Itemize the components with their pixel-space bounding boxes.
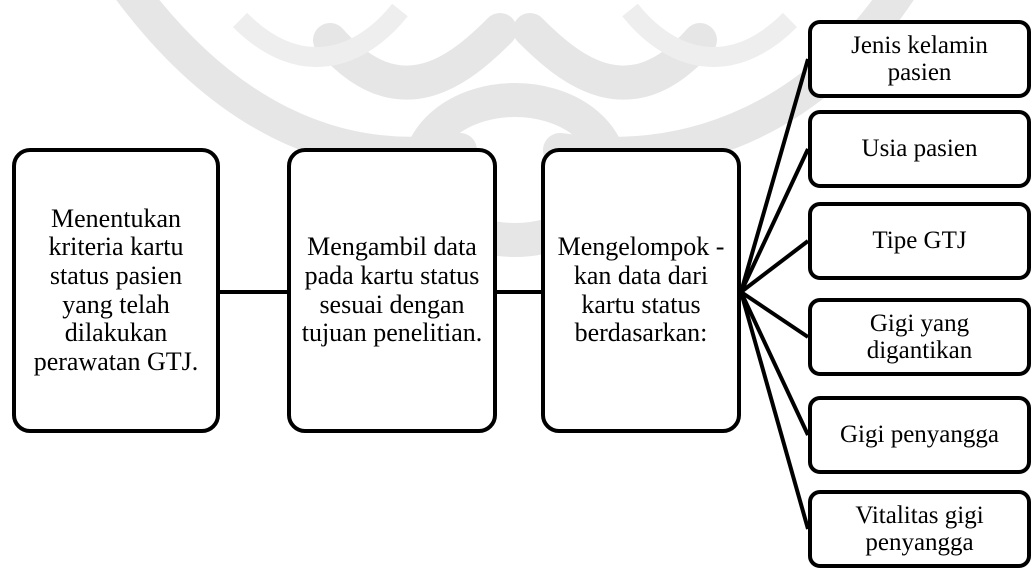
step-box-group-data: Mengelompok -kan data dari kartu status … — [541, 148, 741, 433]
category-box-gender: Jenis kelamin pasien — [808, 20, 1031, 98]
category-text-gtj-type: Tipe GTJ — [872, 227, 967, 255]
step-box-criteria: Menentukan kriteria kartu status pasien … — [12, 148, 220, 433]
step-text-criteria: Menentukan kriteria kartu status pasien … — [33, 203, 199, 376]
connector-to-category-6 — [739, 291, 810, 530]
step-box-collect-data: Mengambil data pada kartu status sesuai … — [287, 148, 497, 433]
connector-to-category-4 — [739, 290, 810, 339]
connector-to-category-1 — [739, 58, 810, 293]
connector-to-category-5 — [739, 291, 810, 436]
category-box-age: Usia pasien — [808, 110, 1031, 188]
category-text-age: Usia pasien — [861, 135, 978, 163]
category-box-gtj-type: Tipe GTJ — [808, 202, 1031, 280]
category-text-gender: Jenis kelamin pasien — [851, 31, 988, 87]
category-text-abutment-teeth: Gigi penyangga — [840, 421, 999, 449]
category-box-replaced-teeth: Gigi yang digantikan — [808, 298, 1031, 376]
step-text-collect-data: Mengambil data pada kartu status sesuai … — [301, 232, 483, 348]
connector-to-category-3 — [739, 239, 810, 294]
step-text-group-data: Mengelompok -kan data dari kartu status … — [557, 232, 725, 348]
connector-to-category-2 — [739, 148, 810, 293]
category-text-abutment-vitality: Vitalitas gigi penyangga — [855, 501, 984, 557]
category-text-replaced-teeth: Gigi yang digantikan — [866, 309, 973, 365]
category-box-abutment-teeth: Gigi penyangga — [808, 396, 1031, 474]
category-box-abutment-vitality: Vitalitas gigi penyangga — [808, 490, 1031, 568]
